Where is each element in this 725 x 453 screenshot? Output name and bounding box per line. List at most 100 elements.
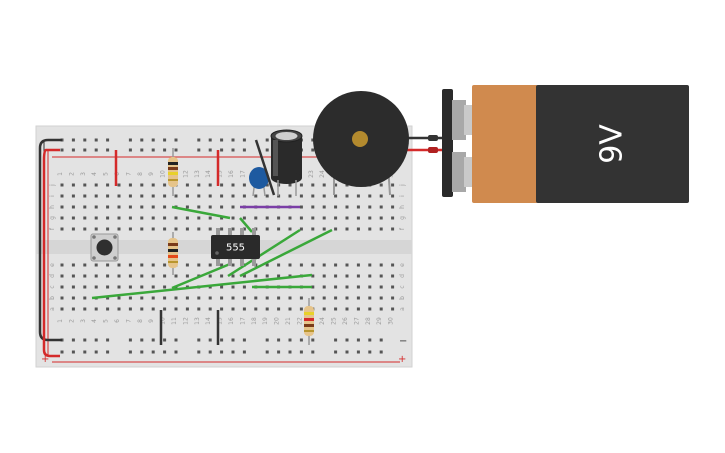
grid-hole[interactable] [322,216,326,220]
grid-hole[interactable] [128,296,132,300]
grid-hole[interactable] [356,227,360,231]
grid-hole[interactable] [379,274,383,278]
rail-hole[interactable] [345,350,349,354]
grid-hole[interactable] [106,307,110,311]
grid-hole[interactable] [197,194,201,198]
grid-hole[interactable] [356,307,360,311]
grid-hole[interactable] [117,227,121,231]
rail-hole[interactable] [231,338,235,342]
grid-hole[interactable] [311,227,315,231]
grid-hole[interactable] [231,274,235,278]
grid-hole[interactable] [288,216,292,220]
grid-hole[interactable] [231,194,235,198]
grid-hole[interactable] [220,216,224,220]
rail-hole[interactable] [83,350,87,354]
grid-hole[interactable] [220,194,224,198]
grid-hole[interactable] [140,285,144,289]
rail-hole[interactable] [94,338,98,342]
grid-hole[interactable] [185,263,189,267]
grid-hole[interactable] [334,296,338,300]
rail-hole[interactable] [140,350,144,354]
grid-hole[interactable] [265,274,269,278]
grid-hole[interactable] [163,263,167,267]
grid-hole[interactable] [106,194,110,198]
rail-hole[interactable] [242,148,246,152]
grid-hole[interactable] [356,296,360,300]
grid-hole[interactable] [163,307,167,311]
grid-hole[interactable] [391,296,395,300]
rail-hole[interactable] [151,138,155,142]
grid-hole[interactable] [94,227,98,231]
rail-hole[interactable] [277,338,281,342]
grid-hole[interactable] [128,216,132,220]
grid-hole[interactable] [83,274,87,278]
grid-hole[interactable] [254,194,258,198]
grid-hole[interactable] [231,227,235,231]
grid-hole[interactable] [208,183,212,187]
grid-hole[interactable] [345,307,349,311]
grid-hole[interactable] [334,194,338,198]
grid-hole[interactable] [174,274,178,278]
rail-hole[interactable] [71,350,75,354]
push-button-cap[interactable] [96,239,113,256]
grid-hole[interactable] [60,274,64,278]
grid-hole[interactable] [197,296,201,300]
grid-hole[interactable] [140,274,144,278]
grid-hole[interactable] [220,263,224,267]
grid-hole[interactable] [277,296,281,300]
grid-hole[interactable] [356,263,360,267]
grid-hole[interactable] [151,227,155,231]
grid-hole[interactable] [60,183,64,187]
grid-hole[interactable] [368,205,372,209]
grid-hole[interactable] [379,227,383,231]
grid-hole[interactable] [128,227,132,231]
grid-hole[interactable] [94,183,98,187]
grid-hole[interactable] [94,194,98,198]
grid-hole[interactable] [140,307,144,311]
grid-hole[interactable] [368,285,372,289]
grid-hole[interactable] [71,216,75,220]
grid-hole[interactable] [288,274,292,278]
grid-hole[interactable] [140,216,144,220]
grid-hole[interactable] [60,194,64,198]
rail-hole[interactable] [140,148,144,152]
grid-hole[interactable] [163,205,167,209]
grid-hole[interactable] [208,194,212,198]
grid-hole[interactable] [106,274,110,278]
rail-hole[interactable] [299,350,303,354]
grid-hole[interactable] [60,285,64,289]
grid-hole[interactable] [345,216,349,220]
grid-hole[interactable] [254,296,258,300]
push-button[interactable] [90,233,119,262]
rail-hole[interactable] [151,148,155,152]
rail-hole[interactable] [71,148,75,152]
grid-hole[interactable] [94,216,98,220]
grid-hole[interactable] [231,183,235,187]
rail-hole[interactable] [277,350,281,354]
grid-hole[interactable] [391,307,395,311]
grid-hole[interactable] [185,194,189,198]
grid-hole[interactable] [311,194,315,198]
rail-hole[interactable] [356,338,360,342]
grid-hole[interactable] [197,216,201,220]
grid-hole[interactable] [71,296,75,300]
wire-green-4[interactable] [227,228,301,278]
grid-hole[interactable] [277,227,281,231]
grid-hole[interactable] [242,194,246,198]
grid-hole[interactable] [322,274,326,278]
grid-hole[interactable] [231,307,235,311]
rail-hole[interactable] [94,138,98,142]
grid-hole[interactable] [151,296,155,300]
electrolytic-capacitor[interactable] [270,129,303,196]
wire-green-5[interactable] [171,262,231,290]
grid-hole[interactable] [106,227,110,231]
rail-hole[interactable] [128,148,132,152]
grid-hole[interactable] [71,183,75,187]
grid-hole[interactable] [288,296,292,300]
rail-hole[interactable] [94,350,98,354]
grid-hole[interactable] [151,183,155,187]
grid-hole[interactable] [311,274,315,278]
grid-hole[interactable] [356,216,360,220]
rail-hole[interactable] [174,138,178,142]
grid-hole[interactable] [208,205,212,209]
